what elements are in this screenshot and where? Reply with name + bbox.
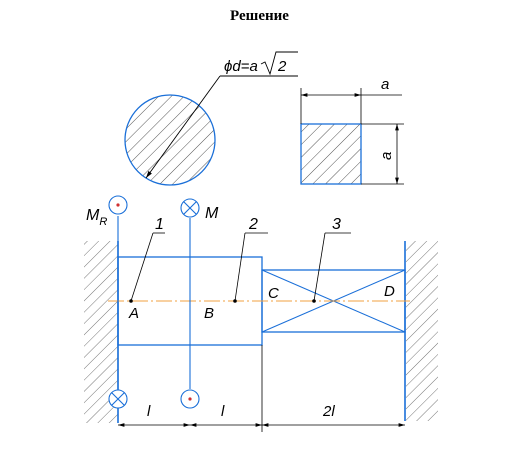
length-dimensions [118, 345, 405, 432]
applied-moment-label: M [205, 205, 219, 222]
reaction-moment-plane [108, 195, 128, 409]
square-height-label: a [378, 152, 395, 160]
circle-section [124, 75, 298, 186]
diameter-formula: ϕd=a 2 [224, 51, 298, 76]
reaction-moment-label: MR [86, 207, 107, 228]
applied-moment-plane [180, 198, 200, 409]
point-label-c: C [268, 285, 279, 302]
point-label-a: A [128, 305, 139, 322]
section-label-1: 1 [155, 216, 164, 233]
section-label-3: 3 [332, 216, 341, 233]
sqrt-sign [260, 51, 298, 76]
formula-prefix: ϕd=a [224, 58, 258, 75]
square-width-label: a [381, 76, 389, 93]
point-label-b: B [204, 305, 214, 322]
formula-radicand: 2 [277, 58, 287, 75]
length-label-1: l [147, 403, 151, 420]
right-wall [404, 241, 438, 421]
section-label-2: 2 [248, 216, 258, 233]
point-label-d: D [384, 283, 395, 300]
length-label-2: l [221, 403, 225, 420]
square-section [300, 88, 404, 185]
page-title: Решение [230, 8, 289, 24]
length-label-3: 2l [322, 403, 335, 420]
section-leaders [129, 232, 351, 303]
